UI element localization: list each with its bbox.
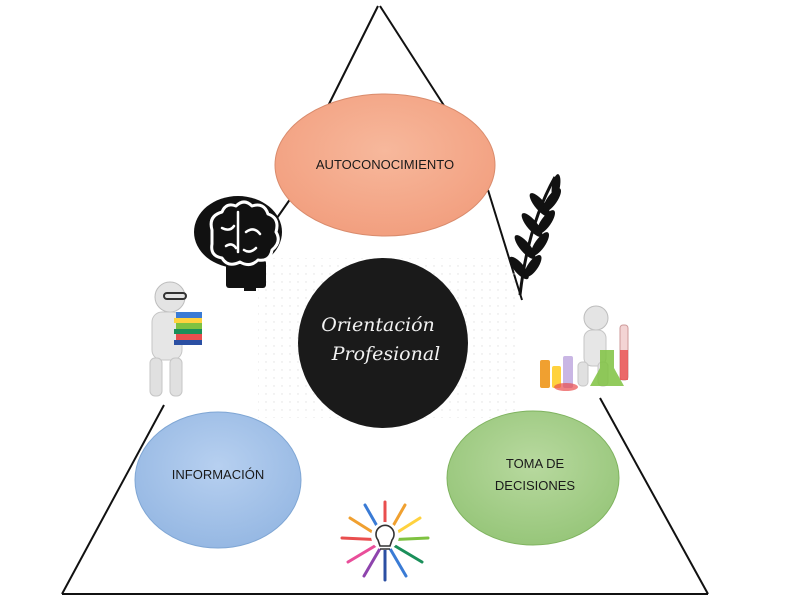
books-figure-icon: [149, 281, 202, 397]
node-orientacion-profesional: Orientación Profesional: [298, 258, 468, 428]
node-autoconocimiento-label: AUTOCONOCIMIENTO: [316, 157, 454, 172]
center-circle: [298, 258, 468, 428]
node-autoconocimiento: AUTOCONOCIMIENTO: [274, 93, 496, 237]
node-informacion-label: INFORMACIÓN: [172, 467, 264, 482]
lab-figure-icon: [540, 305, 629, 391]
node-autoconocimiento-shape: [274, 93, 496, 237]
node-toma-de-decisiones: TOMA DE DECISIONES: [446, 410, 620, 546]
center-label-line2: Profesional: [331, 343, 441, 365]
node-informacion-shape: [134, 411, 302, 549]
node-toma-de-decisiones-line1: TOMA DE: [506, 456, 565, 471]
wheat-icon: [509, 174, 562, 296]
brain-icon: [194, 196, 282, 291]
center-label-line1: Orientación: [321, 314, 435, 336]
node-toma-de-decisiones-shape: [446, 410, 620, 546]
node-informacion: INFORMACIÓN: [134, 411, 302, 549]
lightbulb-icon: [340, 500, 430, 582]
triangle-frame: [61, 5, 709, 595]
node-toma-de-decisiones-line2: DECISIONES: [495, 478, 576, 493]
